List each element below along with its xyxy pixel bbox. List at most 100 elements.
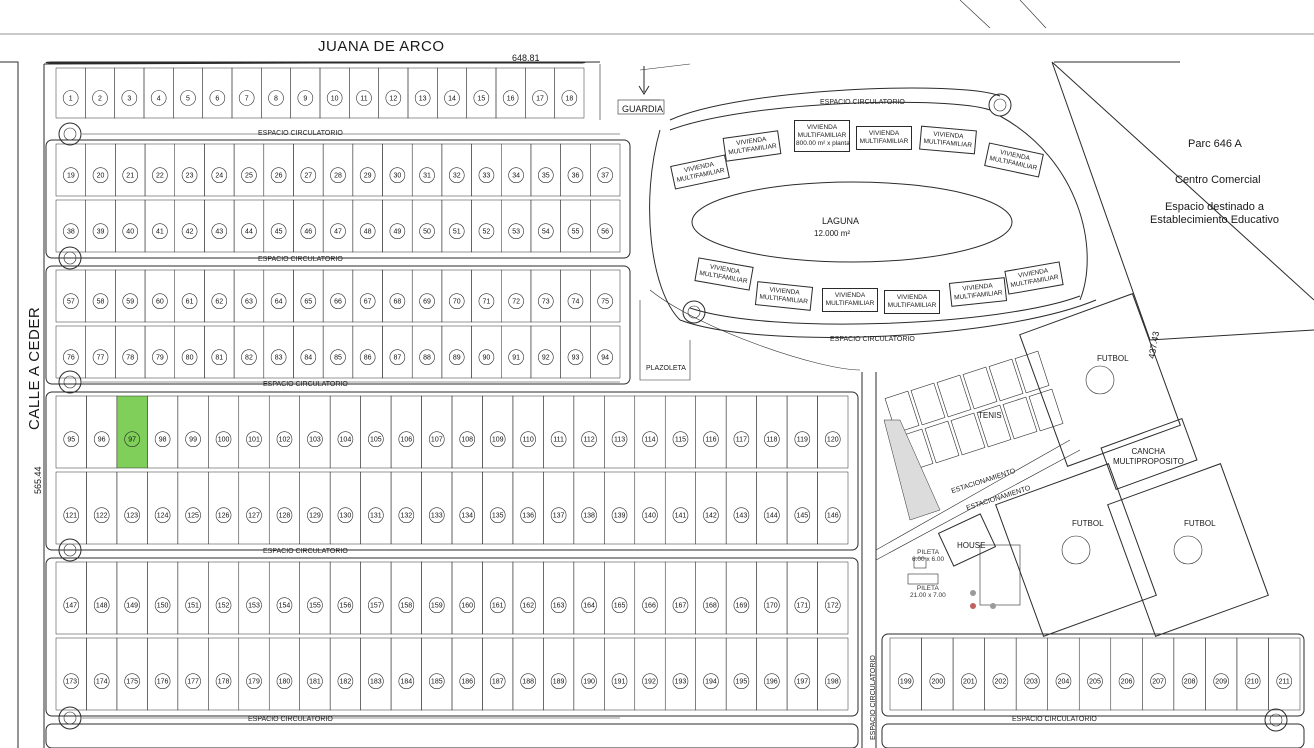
lot-marker	[63, 597, 80, 614]
lot-number: 131	[370, 513, 382, 520]
lot-number: 130	[340, 513, 352, 520]
lot-marker	[489, 673, 506, 690]
lot-number: 183	[370, 679, 382, 686]
parcel-use-education: Espacio destinado a Establecimiento Educ…	[1150, 201, 1280, 226]
lot-marker	[246, 507, 262, 524]
lot-number: 132	[400, 513, 412, 520]
lot-number: 69	[423, 299, 431, 306]
lot-number: 37	[601, 173, 609, 180]
lot-number: 149	[126, 603, 138, 610]
cul-de-sac-inner	[63, 711, 77, 725]
lot-number: 182	[340, 679, 352, 686]
lot-marker	[764, 597, 780, 614]
lot-number: 46	[304, 229, 312, 236]
lot-number: 115	[675, 437, 686, 444]
lot-marker	[537, 223, 554, 239]
lot-number: 65	[304, 299, 312, 306]
housing-block: VIVIENDA MULTIFAMILIAR	[856, 126, 912, 150]
lot-marker	[122, 349, 139, 366]
lot-marker	[1087, 673, 1103, 690]
lot-marker	[270, 293, 287, 310]
lot-marker	[1213, 673, 1229, 690]
lot-number: 156	[340, 603, 352, 610]
lot-number: 176	[157, 679, 169, 686]
lot-marker	[703, 673, 719, 690]
lot-marker	[1118, 673, 1135, 690]
lot-number: 98	[159, 437, 167, 444]
tennis-label: TENIS	[978, 411, 1002, 420]
lot-marker	[270, 223, 287, 239]
soccer-label-1: FUTBOL	[1097, 354, 1129, 363]
lot-94	[590, 325, 621, 379]
house-label: HOUSE	[957, 541, 986, 550]
lot-marker	[268, 90, 284, 106]
lot-marker	[459, 431, 476, 448]
lot-number: 163	[553, 603, 565, 610]
lot-number: 106	[400, 437, 412, 444]
lot-172	[817, 561, 849, 635]
lot-marker	[337, 507, 354, 524]
lot-number: 161	[492, 603, 504, 610]
lot-number: 136	[522, 513, 534, 520]
cul-de-sac	[682, 300, 706, 324]
tennis-court	[988, 358, 1024, 402]
lot-marker	[389, 293, 406, 310]
tennis-court	[1028, 388, 1064, 432]
lot-number: 109	[492, 437, 504, 444]
lot-number: 83	[275, 355, 283, 362]
lot-marker	[419, 223, 435, 239]
lot-marker	[330, 167, 346, 183]
lot-number: 20	[97, 173, 105, 180]
lot-marker	[246, 597, 262, 614]
lot-number: 188	[522, 679, 534, 686]
lot-marker	[122, 293, 139, 310]
lot-marker	[154, 507, 171, 524]
lot-number: 159	[431, 603, 443, 610]
soccer-label-2: FUTBOL	[1072, 519, 1104, 528]
lot-marker	[703, 507, 719, 524]
lot-marker	[92, 167, 109, 183]
lot-marker	[508, 293, 524, 310]
lot-marker	[897, 673, 914, 690]
lot-marker	[276, 673, 293, 690]
lot-marker	[597, 349, 613, 366]
lot-marker	[597, 167, 613, 183]
lot-marker	[297, 90, 314, 106]
lot-number: 79	[156, 355, 164, 362]
block-outline	[45, 557, 859, 717]
lot-number: 88	[423, 355, 431, 362]
lot-number: 14	[448, 96, 456, 103]
lot-marker	[93, 431, 110, 448]
lot-marker	[550, 673, 567, 690]
lot-number: 144	[766, 513, 778, 520]
lot-marker	[152, 293, 168, 310]
lot-marker	[459, 673, 476, 690]
west-length: 565.44	[33, 466, 43, 494]
lot-number: 67	[364, 299, 372, 306]
tennis-court	[884, 390, 920, 434]
cul-de-sac-inner	[687, 305, 701, 319]
cul-de-sac-inner	[993, 98, 1007, 112]
lot-marker	[307, 673, 323, 690]
lot-number: 186	[461, 679, 473, 686]
circulation-label-4: ESPACIO CIRCULATORIO	[263, 548, 348, 555]
lot-marker	[359, 223, 376, 239]
lot-marker	[824, 507, 841, 524]
lot-number: 77	[97, 355, 105, 362]
lot-marker	[326, 90, 343, 106]
lot-marker	[642, 597, 658, 614]
west-road-edge	[0, 61, 19, 748]
lot-marker	[241, 223, 257, 239]
tennis-court	[910, 382, 946, 426]
circulation-label-5: ESPACIO CIRCULATORIO	[248, 716, 333, 723]
lot-number: 195	[736, 679, 748, 686]
lot-marker	[733, 673, 750, 690]
lot-marker	[794, 673, 811, 690]
lot-number: 147	[65, 603, 77, 610]
lot-marker	[581, 431, 597, 448]
lot-marker	[330, 349, 346, 366]
soccer-center-circle	[1173, 535, 1203, 565]
lot-marker	[508, 223, 524, 239]
lot-marker	[567, 167, 584, 183]
lot-number: 120	[827, 437, 839, 444]
